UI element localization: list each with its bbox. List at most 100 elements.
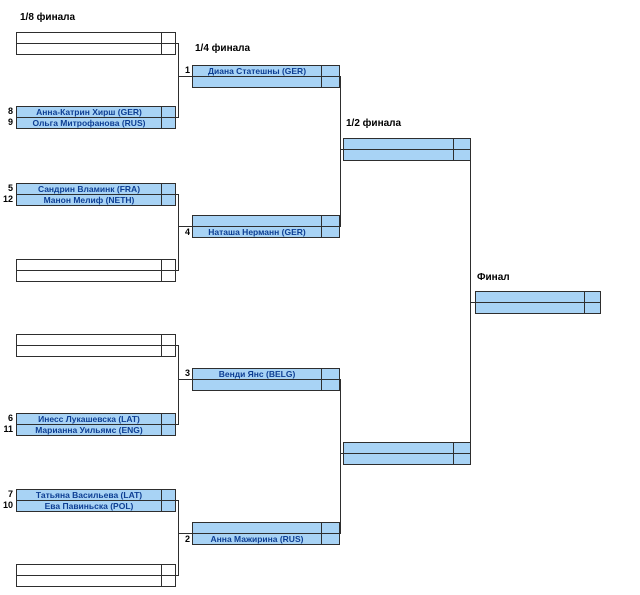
player-name bbox=[17, 346, 161, 356]
round-header-qf: 1/4 финала bbox=[195, 43, 251, 54]
bracket-slot bbox=[17, 33, 175, 43]
score-cell bbox=[161, 33, 175, 43]
r16-match-4 bbox=[16, 259, 176, 282]
score-cell bbox=[161, 576, 175, 586]
bracket-slot: Татьяна Васильева (LAT) bbox=[17, 490, 175, 500]
bracket-slot bbox=[193, 216, 339, 226]
player-name: Диана Статешны (GER) bbox=[207, 66, 307, 76]
score-cell bbox=[161, 414, 175, 424]
bracket-slot bbox=[193, 523, 339, 533]
bracket-slot: Инесс Лукашевска (LAT) bbox=[17, 414, 175, 424]
sf-match-2 bbox=[343, 442, 471, 465]
player-name bbox=[17, 271, 161, 281]
bracket-slot: Анна Мажирина (RUS) bbox=[193, 533, 339, 544]
score-cell bbox=[161, 184, 175, 194]
seed-label: 1 bbox=[184, 65, 190, 75]
player-name bbox=[193, 380, 321, 390]
bracket-line bbox=[178, 345, 179, 425]
player-name bbox=[344, 139, 453, 149]
r16-match-3: Сандрин Вламинк (FRA) Манон Мелиф (NETH) bbox=[16, 183, 176, 206]
qf-match-1: Диана Статешны (GER) bbox=[192, 65, 340, 88]
bracket-slot bbox=[17, 565, 175, 575]
player-name bbox=[476, 303, 584, 313]
player-name: Инесс Лукашевска (LAT) bbox=[38, 414, 140, 424]
player-name bbox=[17, 44, 161, 54]
bracket-line bbox=[178, 226, 192, 227]
seed-label: 12 bbox=[2, 194, 13, 204]
bracket-line bbox=[176, 424, 179, 425]
score-cell bbox=[453, 150, 470, 160]
player-name: Анна-Катрин Хирш (GER) bbox=[36, 107, 142, 117]
seed-label: 11 bbox=[3, 424, 13, 434]
player-name bbox=[193, 523, 321, 533]
bracket-line bbox=[176, 345, 179, 346]
player-name bbox=[344, 454, 453, 464]
bracket-slot: Наташа Нерманн (GER) bbox=[193, 226, 339, 237]
seed-label: 3 bbox=[184, 368, 190, 378]
bracket-slot bbox=[17, 345, 175, 356]
bracket-slot bbox=[17, 260, 175, 270]
bracket-line bbox=[340, 453, 343, 454]
score-cell bbox=[584, 292, 600, 302]
bracket-slot bbox=[17, 43, 175, 54]
bracket-line bbox=[178, 500, 179, 576]
r16-match-7: Татьяна Васильева (LAT) Ева Павиньска (P… bbox=[16, 489, 176, 512]
bracket-slot bbox=[17, 575, 175, 586]
score-cell bbox=[161, 490, 175, 500]
bracket-line bbox=[176, 117, 179, 118]
seed-label: 7 bbox=[7, 489, 13, 499]
r16-match-1 bbox=[16, 32, 176, 55]
score-cell bbox=[161, 565, 175, 575]
score-cell bbox=[161, 195, 175, 205]
player-name: Манон Мелиф (NETH) bbox=[43, 195, 135, 205]
bracket-line bbox=[176, 43, 179, 44]
score-cell bbox=[161, 425, 175, 435]
sf-match-1 bbox=[343, 138, 471, 161]
score-cell bbox=[453, 454, 470, 464]
bracket-slot: Венди Янс (BELG) bbox=[193, 369, 339, 379]
player-name bbox=[193, 77, 321, 87]
qf-match-4: Наташа Нерманн (GER) bbox=[192, 215, 340, 238]
score-cell bbox=[161, 501, 175, 511]
bracket-line bbox=[178, 76, 192, 77]
score-cell bbox=[321, 77, 339, 87]
bracket-slot bbox=[344, 139, 470, 149]
bracket-line bbox=[176, 575, 179, 576]
seed-label: 6 bbox=[7, 413, 13, 423]
player-name: Марианна Уильямс (ENG) bbox=[35, 425, 143, 435]
seed-label: 5 bbox=[7, 183, 13, 193]
r16-match-6: Инесс Лукашевска (LAT) Марианна Уильямс … bbox=[16, 413, 176, 436]
bracket-slot bbox=[344, 443, 470, 453]
score-cell bbox=[161, 271, 175, 281]
score-cell bbox=[161, 107, 175, 117]
final-match bbox=[475, 291, 601, 314]
bracket-line bbox=[470, 302, 475, 303]
bracket-slot bbox=[17, 270, 175, 281]
r16-match-8 bbox=[16, 564, 176, 587]
player-name bbox=[193, 216, 321, 226]
bracket-line bbox=[470, 149, 471, 454]
player-name: Ева Павиньска (POL) bbox=[44, 501, 134, 511]
score-cell bbox=[161, 260, 175, 270]
bracket-line bbox=[176, 270, 179, 271]
player-name bbox=[17, 260, 161, 270]
score-cell bbox=[321, 534, 339, 544]
bracket-slot bbox=[193, 76, 339, 87]
bracket-slot: Диана Статешны (GER) bbox=[193, 66, 339, 76]
seed-label: 9 bbox=[7, 117, 13, 127]
seed-label: 4 bbox=[184, 227, 190, 237]
bracket-slot bbox=[476, 292, 600, 302]
bracket-line bbox=[178, 379, 192, 380]
bracket-slot: Марианна Уильямс (ENG) bbox=[17, 424, 175, 435]
player-name: Сандрин Вламинк (FRA) bbox=[37, 184, 141, 194]
bracket-slot: Сандрин Вламинк (FRA) bbox=[17, 184, 175, 194]
bracket-line bbox=[178, 533, 192, 534]
player-name: Наташа Нерманн (GER) bbox=[208, 227, 306, 237]
score-cell bbox=[321, 523, 339, 533]
bracket-line bbox=[178, 43, 179, 118]
player-name bbox=[344, 150, 453, 160]
player-name bbox=[476, 292, 584, 302]
bracket-line bbox=[176, 194, 179, 195]
bracket-slot bbox=[476, 302, 600, 313]
